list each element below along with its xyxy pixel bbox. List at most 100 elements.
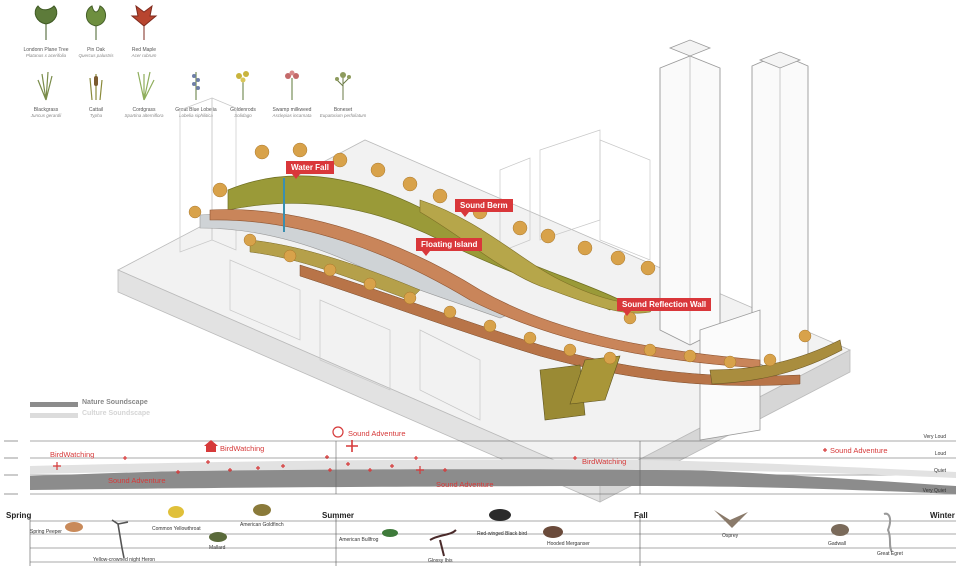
callout-floating-island: Floating Island xyxy=(416,238,483,256)
grass-icon xyxy=(137,71,155,101)
level-very-quiet: Very Quiet xyxy=(922,488,946,494)
bird-label: Gadwall xyxy=(828,541,847,547)
plant-name: Cattail xyxy=(88,107,104,113)
plant-latin: Juncus gerardii xyxy=(30,113,62,118)
season-summer: Summer xyxy=(322,511,355,520)
heron-icon xyxy=(111,519,129,559)
plant-latin: Spartina alterniflora xyxy=(124,113,164,118)
mallard-icon xyxy=(209,532,227,542)
plant-name: Red Maple xyxy=(131,47,157,53)
legend-swatch-nature xyxy=(30,402,78,407)
plant-name: Boneset xyxy=(333,107,353,113)
activity-birdwatching: BirdWatching xyxy=(220,444,265,453)
osprey-icon xyxy=(714,510,748,528)
plant-item: Red Maple Acer rubrum xyxy=(104,4,184,59)
plant-latin: Asclepias incarnata xyxy=(272,113,312,118)
plant-latin: Acer rubrum xyxy=(131,53,157,58)
flower-icon xyxy=(335,72,351,100)
bird-label: Red-winged Black bird xyxy=(477,531,528,537)
bird-label: Osprey xyxy=(722,533,739,539)
season-winter: Winter xyxy=(930,511,955,520)
callout-sound-berm: Sound Berm xyxy=(455,199,513,217)
plant-name: Pin Oak xyxy=(87,47,105,53)
plant-item: Pin Oak Quercus palustris xyxy=(56,4,136,59)
plant-item: Swamp milkweed Asclepias incarnata xyxy=(252,70,332,119)
plant-item: Londonn Plane Tree Platanus x acerifolia xyxy=(6,4,86,59)
headphones-icon xyxy=(332,426,344,438)
bird-label: American Goldfinch xyxy=(240,522,284,528)
birdhouse-icon xyxy=(204,440,218,452)
plant-latin: Lobelia siphilitica xyxy=(178,113,214,118)
plant-name: Great Blue Lobelia xyxy=(175,107,217,113)
bird-label: Common Yellowthroat xyxy=(152,526,201,532)
walking-path xyxy=(209,209,761,369)
plant-item: Cordgrass Spartina alterniflora xyxy=(104,70,184,119)
bird-label: Hooded Merganser xyxy=(547,541,590,547)
bird-label: Spring Peeper xyxy=(30,529,62,535)
bird-label: Yellow-crowned night Heron xyxy=(93,557,156,563)
plant-name: Londonn Plane Tree xyxy=(23,47,69,53)
legend-culture-label: Culture Soundscape xyxy=(82,410,151,417)
ibis-icon xyxy=(429,529,457,557)
plant-latin: Eupatorium perfoliatum xyxy=(319,113,367,118)
tower-left xyxy=(659,39,721,346)
plant-item: Blackgrass Juncus gerardii xyxy=(6,70,86,119)
legend-nature-label: Nature Soundscape xyxy=(82,399,148,406)
activity-sound-adventure: Sound Adventure xyxy=(436,480,494,489)
bird-label: Mallard xyxy=(209,545,226,551)
tree-row xyxy=(188,142,812,369)
plant-item: Boneset Eupatorium perfoliatum xyxy=(303,70,383,119)
leaf-icon xyxy=(34,5,58,40)
plant-item: Cattail Typha xyxy=(56,70,136,119)
level-very-loud: Very Loud xyxy=(923,434,946,440)
cattail-icon xyxy=(89,74,103,101)
merganser-icon xyxy=(543,526,563,538)
level-loud: Loud xyxy=(934,451,946,457)
activity-birdwatching: BirdWatching xyxy=(50,450,95,459)
ramp-end xyxy=(709,339,843,385)
flower-icon xyxy=(236,71,249,100)
lower-path xyxy=(299,264,801,386)
bird-label: American Bullfrog xyxy=(339,537,379,543)
culture-soundscape-band xyxy=(30,459,956,478)
plant-item: Goldenrods Solidago xyxy=(203,70,283,119)
yellowthroat-icon xyxy=(168,506,184,518)
plant-latin: Typha xyxy=(89,113,103,118)
plant-name: Goldenrods xyxy=(230,107,256,113)
gadwall-icon xyxy=(831,524,849,536)
flower-icon xyxy=(192,72,200,100)
leaf-icon xyxy=(130,4,158,40)
level-quiet: Quiet xyxy=(934,468,946,474)
season-timeline xyxy=(29,515,956,566)
activity-sound-adventure: Sound Adventure xyxy=(348,429,406,438)
sound-panel xyxy=(539,364,586,421)
building-outlines xyxy=(179,97,651,421)
leaf-icon xyxy=(86,5,106,40)
plant-latin: Quercus palustris xyxy=(78,53,114,58)
grass-icon xyxy=(37,71,53,101)
activity-sound-adventure: Sound Adventure xyxy=(108,476,166,485)
blackbird-icon xyxy=(489,509,511,521)
bird-label: Great Egret xyxy=(877,551,903,557)
plant-name: Blackgrass xyxy=(33,107,59,113)
season-dividers xyxy=(335,441,641,494)
plant-latin: Platanus x acerifolia xyxy=(25,53,67,58)
activity-birdwatching: BirdWatching xyxy=(582,457,627,466)
activity-sound-adventure: Sound Adventure xyxy=(830,446,888,455)
legend-swatch-culture xyxy=(30,413,78,418)
plant-latin: Solidago xyxy=(234,113,252,118)
season-fall: Fall xyxy=(634,511,648,520)
bird-label: Glossy Ibis xyxy=(428,558,453,564)
event-markers xyxy=(53,440,827,474)
bullfrog-icon xyxy=(382,529,398,537)
callout-sound-reflection-wall: Sound Reflection Wall xyxy=(617,298,712,316)
nature-soundscape-band xyxy=(30,465,956,494)
frog-icon xyxy=(65,522,83,532)
flower-icon xyxy=(285,70,299,100)
egret-icon xyxy=(883,512,893,553)
plant-name: Cordgrass xyxy=(132,107,156,113)
season-spring: Spring xyxy=(6,511,32,520)
plant-item: Great Blue Lobelia Lobelia siphilitica xyxy=(156,70,236,119)
